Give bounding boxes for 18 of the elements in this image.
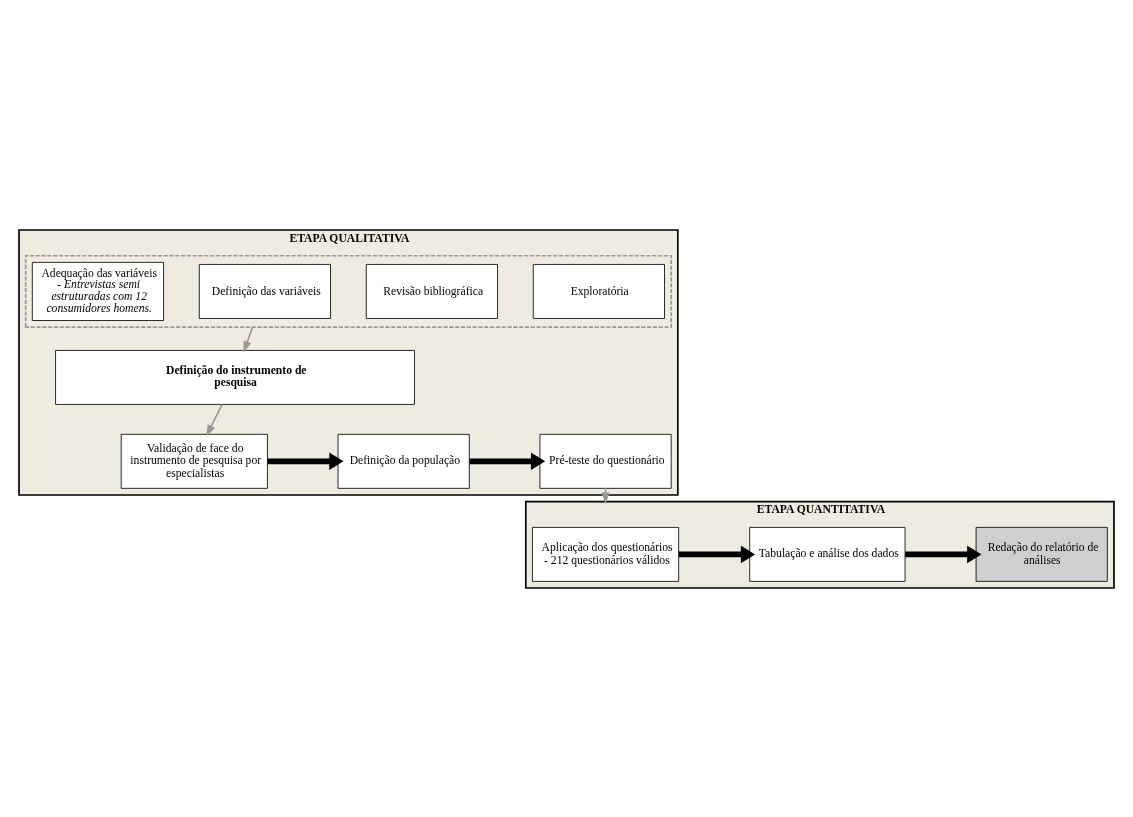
cluster: [24, 254, 672, 328]
arrow: [267, 452, 344, 470]
node-box: Definição da população: [337, 433, 470, 489]
node-box: Aplicação dos questionários - 212 questionários válidos: [532, 526, 680, 582]
node-box: Adequação das variáveis - Entrevistas semi estruturadas com 12 consumidores homens.: [31, 261, 164, 321]
node-box: Definição das variáveis: [198, 263, 331, 319]
node-box: Definição do instrumento de pesquisa: [55, 349, 415, 405]
arrow: [678, 545, 756, 563]
arrow: [469, 452, 546, 470]
node-box: Exploratória: [532, 263, 665, 319]
node-box: Validação de face do instrumento de pesquisa por especialistas: [120, 433, 268, 489]
node-box: Pré-teste do questionário: [539, 433, 672, 489]
arrow: [206, 403, 223, 436]
node-box: Redação do relatório de análises: [975, 526, 1108, 582]
arrow: [905, 545, 982, 563]
node-box: Tabulação e análise dos dados: [749, 526, 906, 582]
node-box: Revisão bibliográfica: [365, 263, 498, 319]
arrow: [243, 325, 254, 353]
